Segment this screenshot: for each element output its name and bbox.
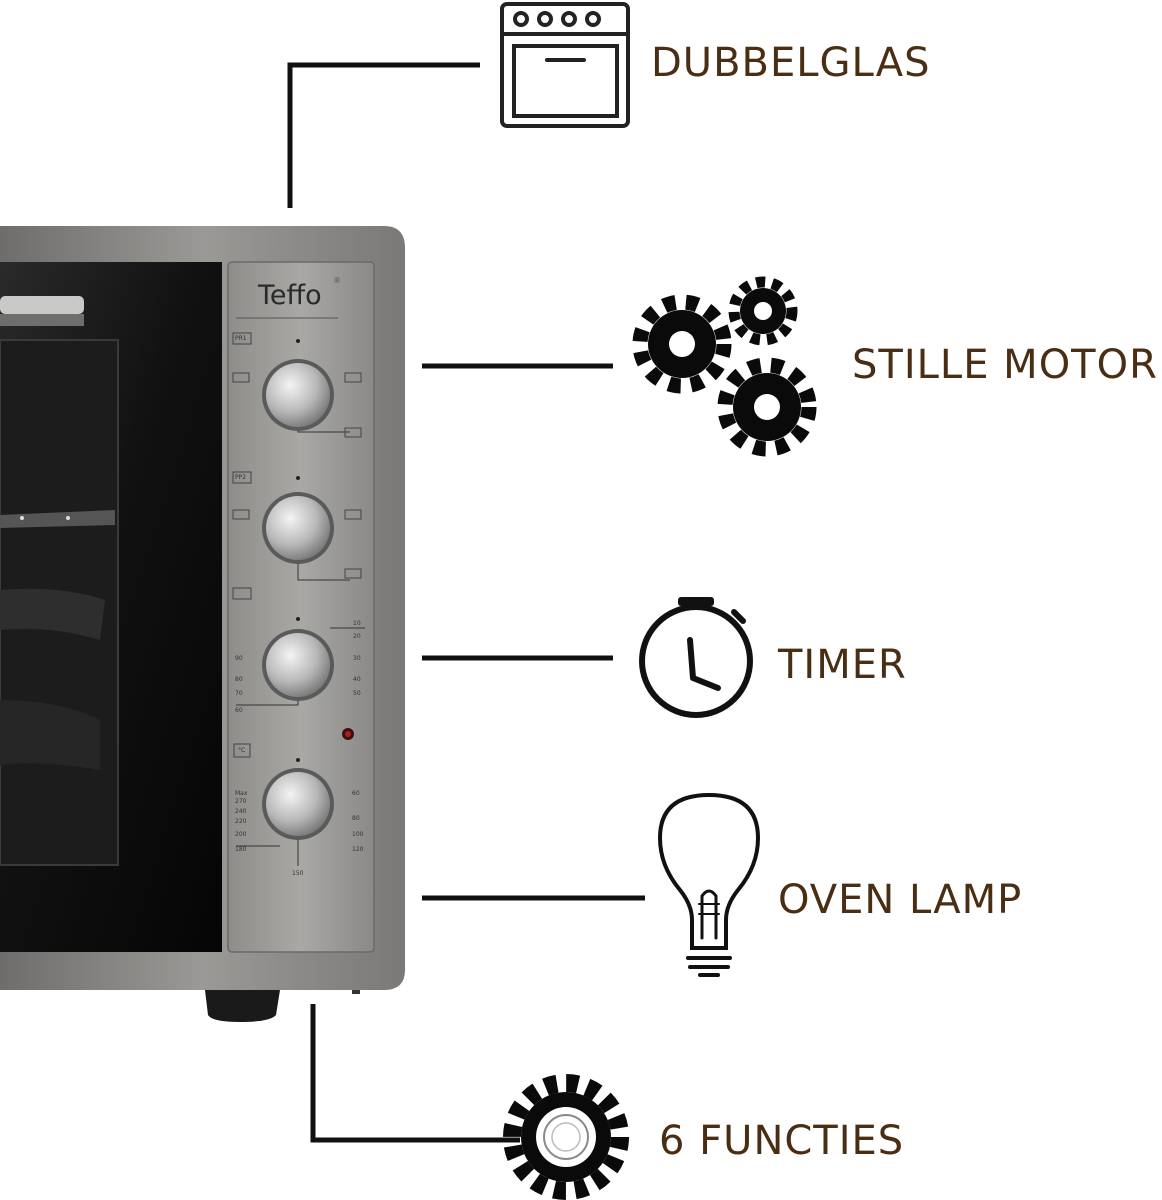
knob1-code: PR1 [235,335,247,342]
temp-mark: 220 [235,818,247,825]
temp-mark: 270 [235,798,247,805]
temp-mark: Max [235,790,248,797]
registered-mark: ® [333,276,341,285]
feature-label-stille-motor: STILLE MOTOR [852,342,1158,388]
knob-temperature [233,743,334,866]
temp-mark: 200 [235,831,247,838]
timer-mark: 20 [353,633,361,640]
feature-label-dubbelglas: DUBBELGLAS [651,40,931,86]
gears-icon [632,276,817,457]
temp-mark: 180 [235,846,247,853]
stopwatch-icon [639,597,753,718]
temp-mark: 240 [235,808,247,815]
timer-mark: 90 [235,655,243,662]
timer-mark: 60 [235,707,243,714]
knob2-code: PP2 [235,474,247,481]
knob-function-1 [232,332,362,438]
gear-ring-icon [503,1074,629,1200]
timer-mark: 80 [235,676,243,683]
temp-mark: 60 [352,790,360,797]
leader-lines [287,62,645,1143]
timer-mark: 30 [353,655,361,662]
power-indicator-light [342,728,354,740]
oven-icon [500,2,630,128]
light-bulb-icon [657,792,761,977]
knob-timer [232,587,365,706]
feature-label-oven-lamp: OVEN LAMP [778,877,1023,923]
timer-mark: 50 [353,690,361,697]
temp-mark: 100 [352,831,364,838]
timer-mark: 40 [353,676,361,683]
feature-label-6-functies: 6 FUNCTIES [659,1118,905,1164]
timer-mark: 10 [353,620,361,627]
knob-function-2 [232,471,362,581]
temp-mark: 80 [352,815,360,822]
oven [0,226,405,1022]
feature-label-timer: TIMER [778,642,907,688]
temp-mark: 150 [292,870,304,877]
temperature-unit: °C [238,747,246,754]
temp-mark: 120 [352,846,364,853]
brand-logo: Teffo [258,280,322,311]
timer-mark: 70 [235,690,243,697]
